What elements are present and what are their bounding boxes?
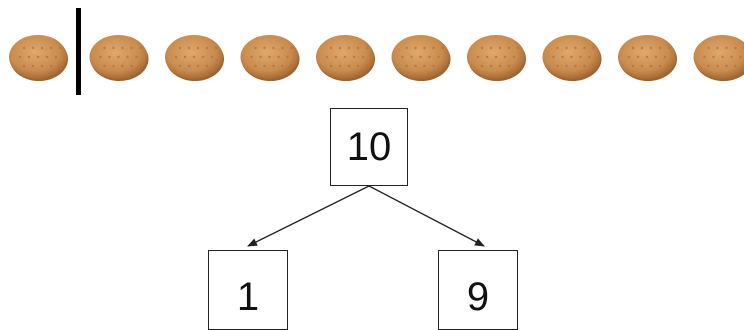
arrow-to-right-part: [369, 186, 484, 246]
part-left-value: 1: [237, 277, 259, 317]
part-right-value: 9: [467, 277, 489, 317]
part-left-box: 1: [208, 250, 288, 330]
part-right-box: 9: [438, 250, 518, 330]
whole-box: 10: [330, 108, 408, 186]
whole-value: 10: [347, 127, 392, 167]
arrow-to-left-part: [248, 186, 369, 246]
